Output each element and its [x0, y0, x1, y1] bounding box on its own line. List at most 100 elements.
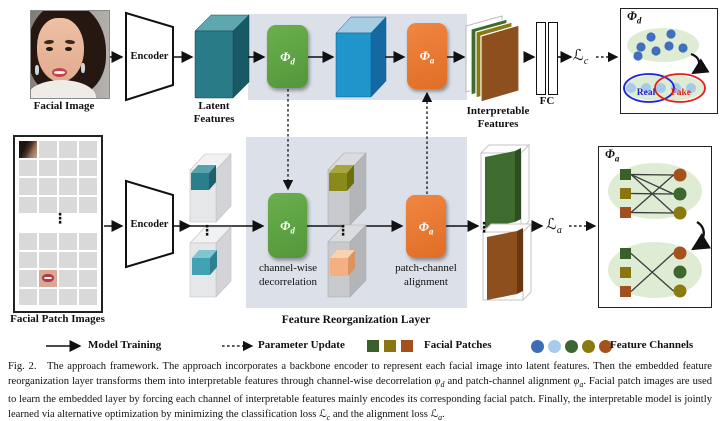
patch-cell [19, 288, 37, 305]
channel-dot [633, 51, 643, 61]
facial-patch-node [620, 207, 631, 218]
patch-cell [59, 288, 77, 305]
patch-cell [19, 270, 37, 287]
ellipsis-icon: ⋮ [200, 223, 214, 239]
legend-parameter-update-label: Parameter Update [258, 339, 345, 351]
feature-channel-node [673, 284, 687, 298]
feature-channel-swatch [531, 340, 544, 353]
eye-left [45, 46, 53, 51]
feature-reorg-layer-label: Feature Reorganization Layer [281, 314, 431, 326]
alignment-edge [630, 173, 674, 176]
feature-channel-dots [626, 29, 696, 93]
encoder-label-bottom: Encoder [130, 219, 169, 230]
misaligned-bipartite-graph [620, 168, 687, 220]
phi-d-box-title: Φd [627, 9, 642, 26]
feature-channel-node [673, 187, 687, 201]
channel-dot-light [641, 83, 651, 93]
feature-channel-node [673, 246, 687, 260]
encoder-trapezoid-top [125, 11, 174, 102]
alignment-edge [630, 211, 674, 214]
patch-cell [59, 159, 77, 176]
phi-a-module-top: Φa [407, 23, 447, 89]
facial-patch-images-label: Facial Patch Images [10, 313, 105, 325]
facial-patch-node [620, 169, 631, 180]
feature-channel-swatch [582, 340, 595, 353]
facial-patch-node [620, 286, 631, 297]
patch-cell [39, 178, 57, 195]
facial-patch-swatch [384, 340, 396, 352]
channel-dot [636, 42, 646, 52]
patch-cell [79, 159, 97, 176]
diagram-graphics [46, 11, 712, 352]
ellipsis-icon: ⋮ [477, 220, 491, 236]
figure-caption: Fig. 2. The approach framework. The appr… [8, 361, 712, 421]
facial-patch-node [620, 248, 631, 259]
patch-cell [79, 196, 97, 213]
feature-channel-swatch [548, 340, 561, 353]
decorrelated-latent-box [335, 16, 387, 98]
patch-cell [39, 159, 57, 176]
channel-dot-light [656, 83, 666, 93]
brown-channel-slab [481, 222, 533, 302]
patch-cell [39, 141, 57, 158]
phi-d-symbol: Φd [280, 48, 295, 67]
legend-model-training-label: Model Training [88, 339, 162, 351]
patch-cell [19, 159, 37, 176]
decorrelation-transition-arrow [690, 52, 710, 75]
latent-features-box [194, 14, 250, 99]
patch-cell [59, 178, 77, 195]
patch-cell [39, 196, 57, 213]
feature-channel-swatch [599, 340, 612, 353]
classification-loss: ℒc [573, 48, 589, 67]
feature-channel-node [673, 265, 687, 279]
patch-cell [59, 196, 77, 213]
encoder-trapezoid-bottom [125, 179, 174, 269]
phi-d-module-bottom: Φd [268, 193, 307, 258]
patch-cell [59, 251, 77, 268]
patch-latent-feature-boxes [189, 153, 232, 298]
channel-dot-light [686, 83, 696, 93]
phi-d-concept-graphics [623, 28, 710, 103]
phi-a-symbol: Φa [418, 218, 434, 237]
mouth-patch-cell [39, 270, 57, 287]
shirt [31, 79, 96, 98]
facial-patch-swatch [367, 340, 379, 352]
decorrelated-feature-boxes [327, 152, 367, 298]
facial-patch-node [620, 267, 631, 278]
feature-channel-node [673, 168, 687, 182]
patch-cell [59, 270, 77, 287]
feature-channel-swatch [565, 340, 578, 353]
patch-cell [39, 233, 57, 250]
patch-cell [39, 288, 57, 305]
alignment-edge [630, 174, 674, 213]
feature-channel-node [673, 206, 687, 220]
facial-image-label: Facial Image [33, 100, 95, 112]
fc-layer-2 [548, 22, 558, 95]
legend-feature-channels-label: Feature Channels [610, 339, 694, 351]
facial-patch-swatch [401, 340, 413, 352]
patch-cell [59, 141, 77, 158]
alignment-loss: ℒa [546, 217, 562, 236]
legend-facial-patches-label: Facial Patches [424, 339, 492, 351]
patch-cell [79, 141, 97, 158]
feature-channels-swatches [531, 340, 612, 353]
fc-layer-1 [536, 22, 546, 95]
encoder-label-top: Encoder [130, 51, 169, 62]
eye-patch-cell [19, 141, 37, 158]
earring-right [80, 63, 85, 73]
alignment-transition-arrow [691, 220, 712, 251]
parameter-update-lines [282, 51, 619, 232]
interpretable-features-stack [465, 15, 520, 103]
eye-right [65, 46, 73, 51]
alignment-edge [630, 252, 674, 292]
fake-cluster-ellipse [654, 73, 706, 103]
phi-a-symbol: Φa [419, 48, 435, 66]
channel-dot [678, 43, 688, 53]
patch-cell [79, 233, 97, 250]
teeth [54, 71, 65, 75]
patch-cell [19, 233, 37, 250]
